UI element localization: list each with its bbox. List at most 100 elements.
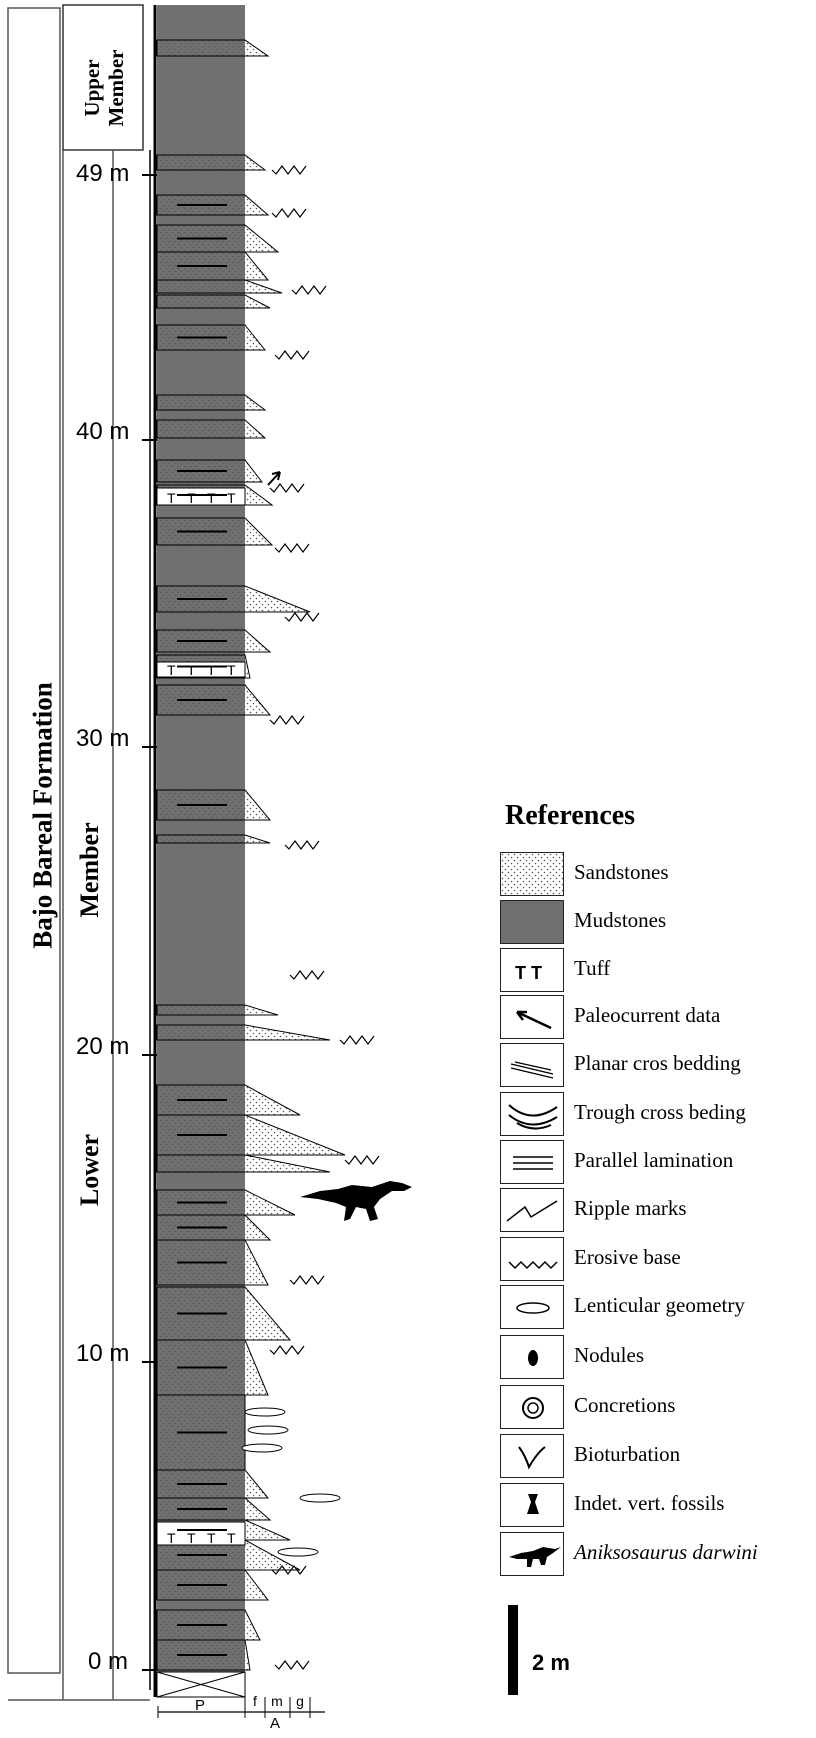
grain-label-g: g (296, 1693, 304, 1709)
legend-item-mudstones: Mudstones (500, 900, 810, 946)
depth-tick-label: 10 m (76, 1340, 130, 1367)
erosive-base-icon (274, 543, 310, 553)
legend-label: Erosive base (574, 1245, 681, 1269)
legend-item-aniksosaurus: Aniksosaurus darwini (500, 1532, 810, 1578)
lenticular-geometry-icon (277, 1547, 319, 1557)
legend-item-lenticular: Lenticular geometry (500, 1285, 810, 1331)
legend-label: Planar cros bedding (574, 1051, 741, 1075)
grain-label-m: m (271, 1693, 283, 1709)
legend-label: Trough cross beding (574, 1100, 746, 1124)
tuff-icon: T (207, 1530, 216, 1546)
tuff-icon: T (167, 1530, 176, 1546)
trough-icon (500, 1092, 564, 1136)
member-word-label: Member (75, 822, 104, 918)
sandstone-bed (156, 394, 267, 411)
erosive-base-icon (291, 285, 327, 295)
sandstones-icon (500, 852, 564, 896)
grain-label-a: A (270, 1715, 280, 1732)
legend-label: Paleocurrent data (574, 1003, 721, 1027)
sandstone-bed (156, 1024, 331, 1041)
formation-frame (7, 7, 61, 1674)
lenticular-geometry-icon (247, 1425, 289, 1435)
erosive-base-icon (289, 1275, 325, 1285)
sandstone-bed (156, 1084, 301, 1116)
erosive-base-icon (269, 1345, 305, 1355)
erosive-base-icon (274, 350, 310, 360)
sandstone-bed (156, 279, 283, 294)
sandstone-bed (156, 154, 267, 171)
lenticular-geometry-icon (244, 1407, 286, 1417)
column-symbols (177, 165, 380, 1670)
erosive-base-icon (289, 970, 325, 980)
aniksosaurus-icon (500, 1532, 564, 1576)
tuff-bed (156, 487, 246, 506)
legend-label: Ripple marks (574, 1196, 687, 1220)
erosive-icon (500, 1237, 564, 1281)
legend-item-bioturbation: Bioturbation (500, 1434, 810, 1480)
nodules-icon (500, 1335, 564, 1379)
grain-label-f: f (253, 1693, 257, 1709)
grain-label-p: P (195, 1697, 205, 1714)
vertfossils-icon (500, 1483, 564, 1527)
legend-item-concretions: Concretions (500, 1385, 810, 1431)
legend-label: Nodules (574, 1343, 644, 1367)
upper-member-box (62, 4, 144, 151)
legend-item-nodules: Nodules (500, 1335, 810, 1381)
references-title: References (505, 800, 636, 831)
legend-item-paleocurrent: Paleocurrent data (500, 995, 810, 1041)
tuff-icon: T (227, 662, 236, 678)
erosive-base-icon (284, 612, 320, 622)
upper-member-label: Upper Member (80, 49, 128, 127)
sandstone-bed (156, 419, 267, 439)
tuff-icon: T (207, 662, 216, 678)
sandstone-bed (156, 39, 270, 57)
ripple-icon (500, 1188, 564, 1232)
paleocurrent-icon (500, 995, 564, 1039)
legend-label: Indet. vert. fossils (574, 1491, 725, 1515)
legend-item-planar: Planar cros bedding (500, 1043, 810, 1089)
tuff-icon: T (227, 490, 236, 506)
tuff-icon: T (227, 1530, 236, 1546)
erosive-base-icon (274, 1660, 310, 1670)
legend-label: Mudstones (574, 908, 667, 932)
tuff-icon: T (187, 662, 196, 678)
aniksosaurus-silhouette-icon (300, 1181, 412, 1221)
sandstone-bed (156, 585, 311, 613)
tuff-icon: T (207, 490, 216, 506)
parallel-icon (500, 1140, 564, 1184)
legend-item-trough: Trough cross beding (500, 1092, 810, 1138)
legend-label: Bioturbation (574, 1442, 681, 1466)
erosive-base-icon (269, 483, 305, 493)
legend-label: Concretions (574, 1393, 676, 1417)
tuff-icon: T (167, 490, 176, 506)
legend-item-ripple: Ripple marks (500, 1188, 810, 1234)
concretions-icon (500, 1385, 564, 1429)
legend-item-vertfossils: Indet. vert. fossils (500, 1483, 810, 1529)
lower-word-label: Lower (75, 1133, 104, 1207)
mudstones-icon (500, 900, 564, 944)
column-base-cross (156, 1671, 246, 1698)
depth-tick-label: 0 m (88, 1648, 129, 1675)
depth-tick-label: 30 m (76, 725, 130, 752)
erosive-base-icon (344, 1155, 380, 1165)
legend-label: Sandstones (574, 860, 669, 884)
depth-tick-label: 40 m (76, 418, 130, 445)
legend-label: Aniksosaurus darwini (574, 1540, 758, 1564)
lenticular-geometry-icon (299, 1493, 341, 1503)
tuff-bed (156, 1521, 246, 1546)
scale-label: 2 m (532, 1650, 570, 1675)
planar-icon (500, 1043, 564, 1087)
erosive-base-icon (271, 165, 307, 175)
erosive-base-icon (339, 1035, 375, 1045)
erosive-base-icon (271, 208, 307, 218)
depth-tick-label: 20 m (76, 1033, 130, 1060)
depth-tick-label: 49 m (76, 160, 130, 187)
tuff-icon: T (167, 662, 176, 678)
legend-item-sandstones: Sandstones (500, 852, 810, 898)
erosive-base-icon (269, 715, 305, 725)
lenticular-geometry-icon (241, 1443, 283, 1453)
svg-text:T T: T T (515, 963, 542, 983)
formation-label: Bajo Bareal Formation (27, 682, 58, 949)
